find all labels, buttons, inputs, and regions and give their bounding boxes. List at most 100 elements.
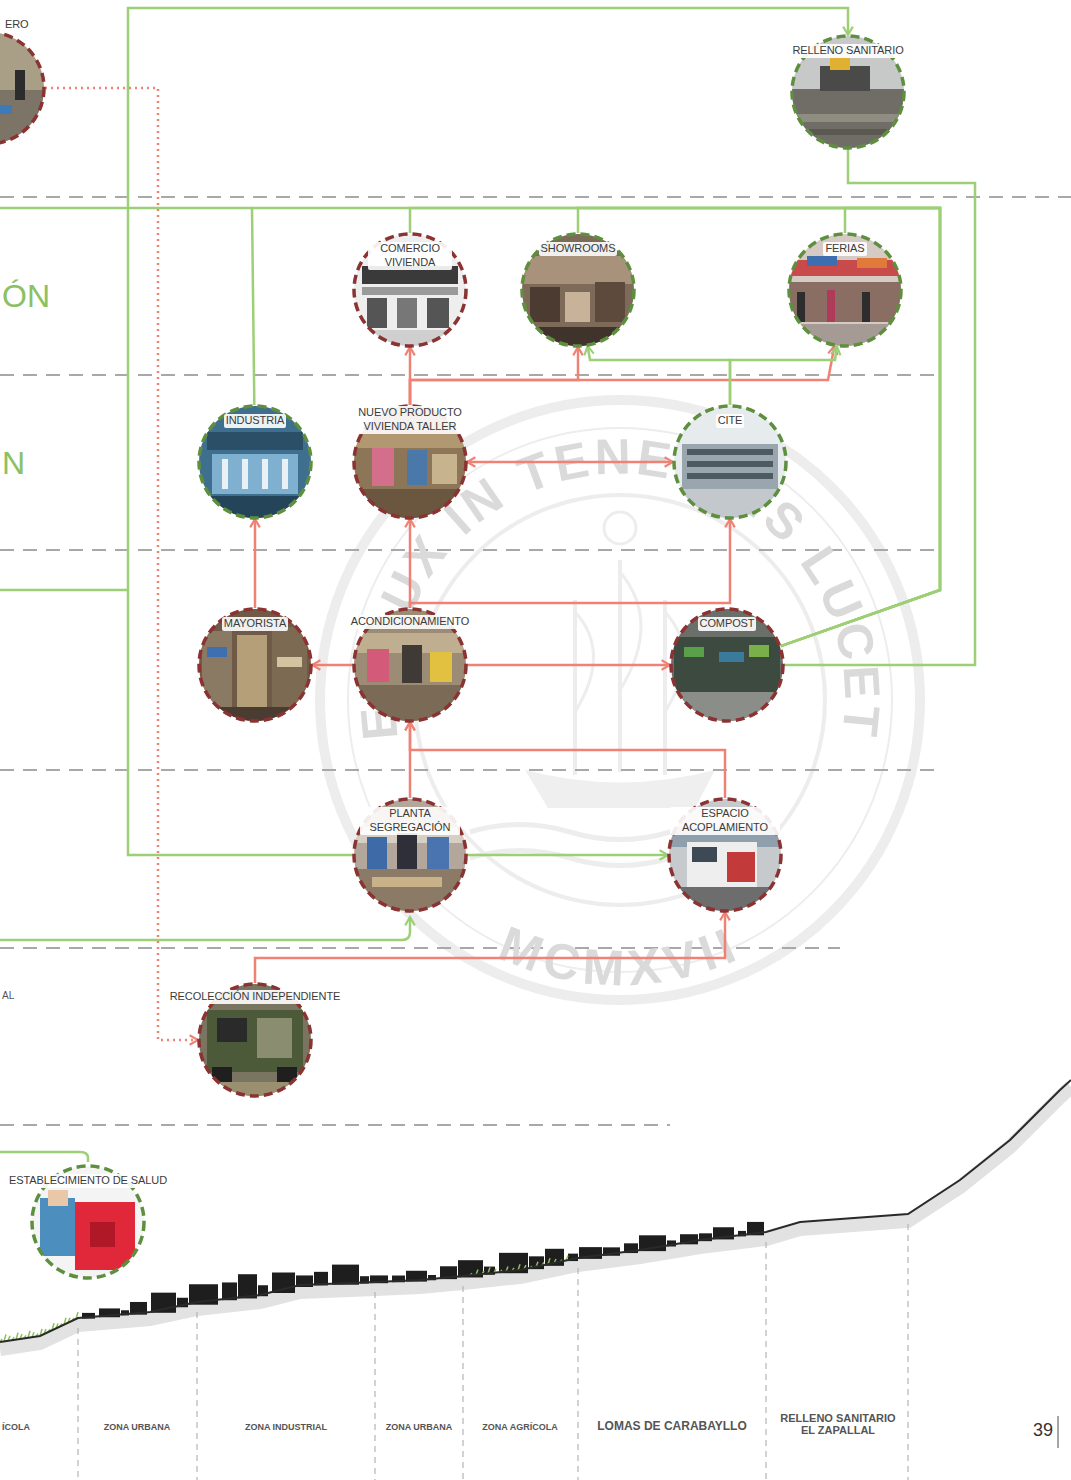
flow-connector: [254, 519, 257, 608]
node-photo: [672, 404, 788, 520]
photo-detail: [367, 837, 387, 869]
node-photo: [352, 797, 468, 913]
zone-label: ZONA INDUSTRIAL: [245, 1423, 327, 1433]
photo-detail: [827, 290, 835, 322]
waste-node-circle: FERIAS: [787, 232, 903, 348]
photo-detail: [207, 647, 227, 657]
zone-label: ÍCOLA: [2, 1423, 30, 1433]
photo-detail: [749, 645, 769, 657]
photo-ground: [197, 404, 313, 520]
dashed-outline: [199, 609, 311, 721]
seal-star: [604, 512, 636, 544]
photo-ground: [669, 607, 785, 723]
photo-detail: [427, 298, 449, 328]
seal-sail: [575, 572, 684, 712]
photo-ground: [197, 607, 313, 723]
photo-detail: [0, 105, 12, 114]
photo-detail: [672, 489, 788, 520]
watermark-seal: [320, 400, 920, 1000]
flow-connector: [410, 208, 940, 646]
flow-connector: [730, 346, 837, 405]
node-label: RELLENO SANITARIO: [790, 44, 905, 58]
band-separator: [0, 374, 940, 376]
node-label: SHOWROOMS: [539, 242, 618, 256]
waste-node-circle: INDUSTRIA: [197, 404, 313, 520]
photo-detail: [687, 473, 773, 479]
photo-detail: [790, 114, 906, 122]
photo-ground: [352, 404, 468, 520]
band-title-fragment: ÓN: [2, 279, 50, 314]
waste-node-circle: RELLENO SANITARIO: [790, 34, 906, 150]
waste-node-circle: NUEVO PRODUCTO VIVIENDA TALLER: [352, 404, 468, 520]
feeder-lines: [0, 208, 410, 1162]
photo-detail: [432, 454, 457, 484]
band-separator: [0, 769, 940, 771]
node-photo: [790, 34, 906, 150]
ground-line: [0, 1080, 1071, 1342]
waste-node-circle: CITE: [672, 404, 788, 520]
node-photo: [197, 404, 313, 520]
photo-detail: [352, 869, 468, 913]
photo-ground: [352, 232, 468, 348]
waste-node-circle: ERO: [0, 30, 46, 146]
node-photo: [787, 232, 903, 348]
photo-detail: [397, 298, 417, 328]
dashed-outline: [789, 234, 901, 346]
waste-node-circle: ACONDICIONAMIENTO: [352, 607, 468, 723]
photo-ground: [667, 797, 783, 913]
band-title-fragment: AL: [2, 990, 14, 1001]
zone-divider: [374, 1292, 375, 1480]
photo-detail: [787, 282, 903, 322]
ground-fill: [0, 1080, 1071, 1480]
photo-detail: [212, 454, 298, 494]
flow-connector: [578, 208, 940, 646]
node-photo: [667, 797, 783, 913]
photo-detail: [727, 852, 755, 882]
zone-divider: [462, 1286, 463, 1480]
feeder-line: [0, 1152, 88, 1162]
waste-node-circle: PLANTA SEGREGACIÓN: [352, 797, 468, 913]
photo-detail: [367, 298, 387, 328]
photo-detail: [352, 489, 468, 520]
flow-connector: [409, 519, 412, 608]
feeder-line: [0, 589, 128, 592]
photo-detail: [687, 449, 773, 455]
band-separator: [0, 1124, 670, 1126]
photo-detail: [807, 256, 837, 266]
flow-connector: [410, 519, 730, 608]
seal-ring: [415, 495, 825, 905]
zone-divider: [77, 1328, 78, 1480]
flow-connector: [467, 854, 668, 857]
photo-detail: [430, 652, 452, 682]
node-label: PLANTA SEGREGACIÓN: [360, 807, 460, 835]
page-rule: [1057, 1416, 1059, 1448]
photo-detail: [262, 459, 268, 489]
flow-connector: [409, 722, 412, 798]
band-title-fragment: N: [2, 446, 25, 481]
terrain-profile: [0, 1080, 1071, 1480]
seal-ring: [348, 428, 892, 972]
photo-detail: [857, 258, 887, 268]
dashed-outline: [522, 234, 634, 346]
dashed-outline: [671, 609, 783, 721]
zone-label: ZONA URBANA: [104, 1423, 171, 1433]
photo-ground: [520, 232, 636, 348]
photo-detail: [862, 292, 870, 322]
photo-detail: [352, 434, 468, 448]
waste-node-circle: COMERCIO VIVIENDA: [352, 232, 468, 348]
photo-detail: [40, 1198, 75, 1256]
node-label: ESPACIO ACOPLAMIENTO: [670, 807, 780, 835]
flow-connector: [467, 461, 673, 464]
photo-detail: [48, 1190, 68, 1206]
zone-label: ZONA URBANA: [386, 1423, 453, 1433]
zone-divider: [907, 1224, 908, 1480]
waste-node-circle: COMPOST: [669, 607, 785, 723]
photo-detail: [687, 842, 757, 887]
node-label: ESTABLECIMIENTO DE SALUD: [7, 1174, 169, 1188]
photo-detail: [427, 837, 449, 869]
node-label: FERIAS: [823, 242, 866, 256]
node-label: CITE: [716, 414, 745, 428]
photo-detail: [362, 287, 458, 295]
flow-connector: [128, 8, 848, 855]
